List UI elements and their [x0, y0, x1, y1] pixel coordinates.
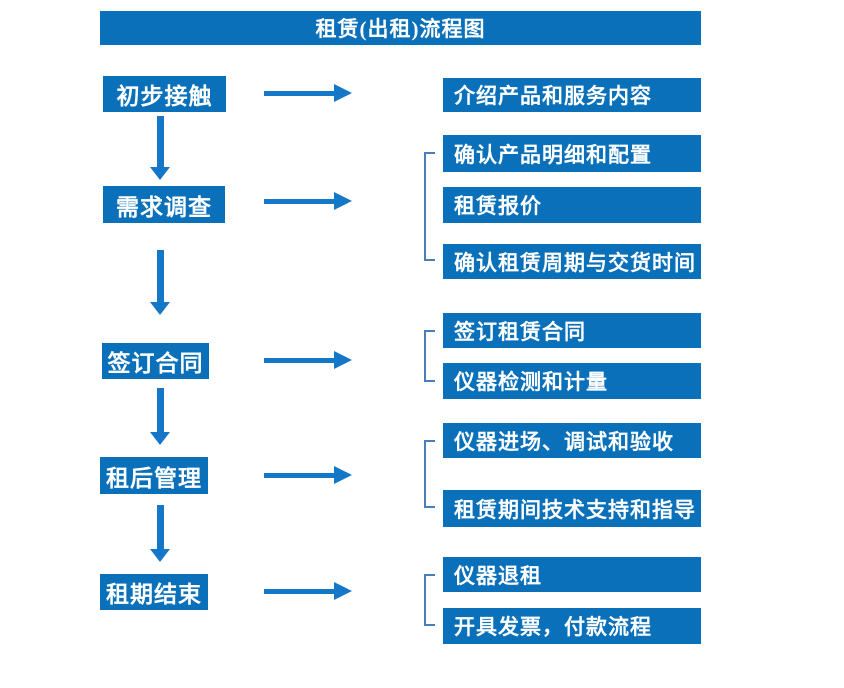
- output-box: 租赁期间技术支持和指导: [443, 490, 701, 527]
- down-arrow-icon: [150, 250, 170, 315]
- step-box-rental-end: 租期结束: [100, 574, 208, 610]
- output-box: 介绍产品和服务内容: [443, 78, 701, 112]
- output-box: 仪器检测和计量: [443, 363, 701, 399]
- output-box: 租赁报价: [443, 187, 701, 223]
- output-box: 确认租赁周期与交货时间: [443, 244, 701, 279]
- right-arrow-icon: [264, 351, 352, 369]
- group-bracket: [424, 330, 435, 382]
- group-bracket: [424, 574, 435, 626]
- right-arrow-icon: [264, 466, 352, 484]
- right-arrow-icon: [264, 84, 352, 102]
- group-bracket: [424, 440, 435, 508]
- output-box: 仪器退租: [443, 557, 701, 592]
- output-box: 确认产品明细和配置: [443, 135, 701, 172]
- group-bracket: [424, 152, 435, 261]
- down-arrow-icon: [150, 388, 170, 445]
- output-box: 仪器进场、调试和验收: [443, 423, 701, 458]
- step-box-demand-survey: 需求调查: [103, 186, 225, 223]
- step-box-sign-contract: 签订合同: [102, 343, 209, 379]
- down-arrow-icon: [150, 116, 170, 180]
- step-box-initial-contact: 初步接触: [103, 76, 226, 112]
- output-box: 签订租赁合同: [443, 313, 701, 348]
- output-box: 开具发票，付款流程: [443, 608, 701, 644]
- page-title: 租赁(出租)流程图: [100, 11, 701, 45]
- step-box-post-rental-management: 租后管理: [100, 457, 208, 494]
- right-arrow-icon: [264, 192, 352, 210]
- right-arrow-icon: [264, 582, 352, 600]
- down-arrow-icon: [150, 505, 170, 562]
